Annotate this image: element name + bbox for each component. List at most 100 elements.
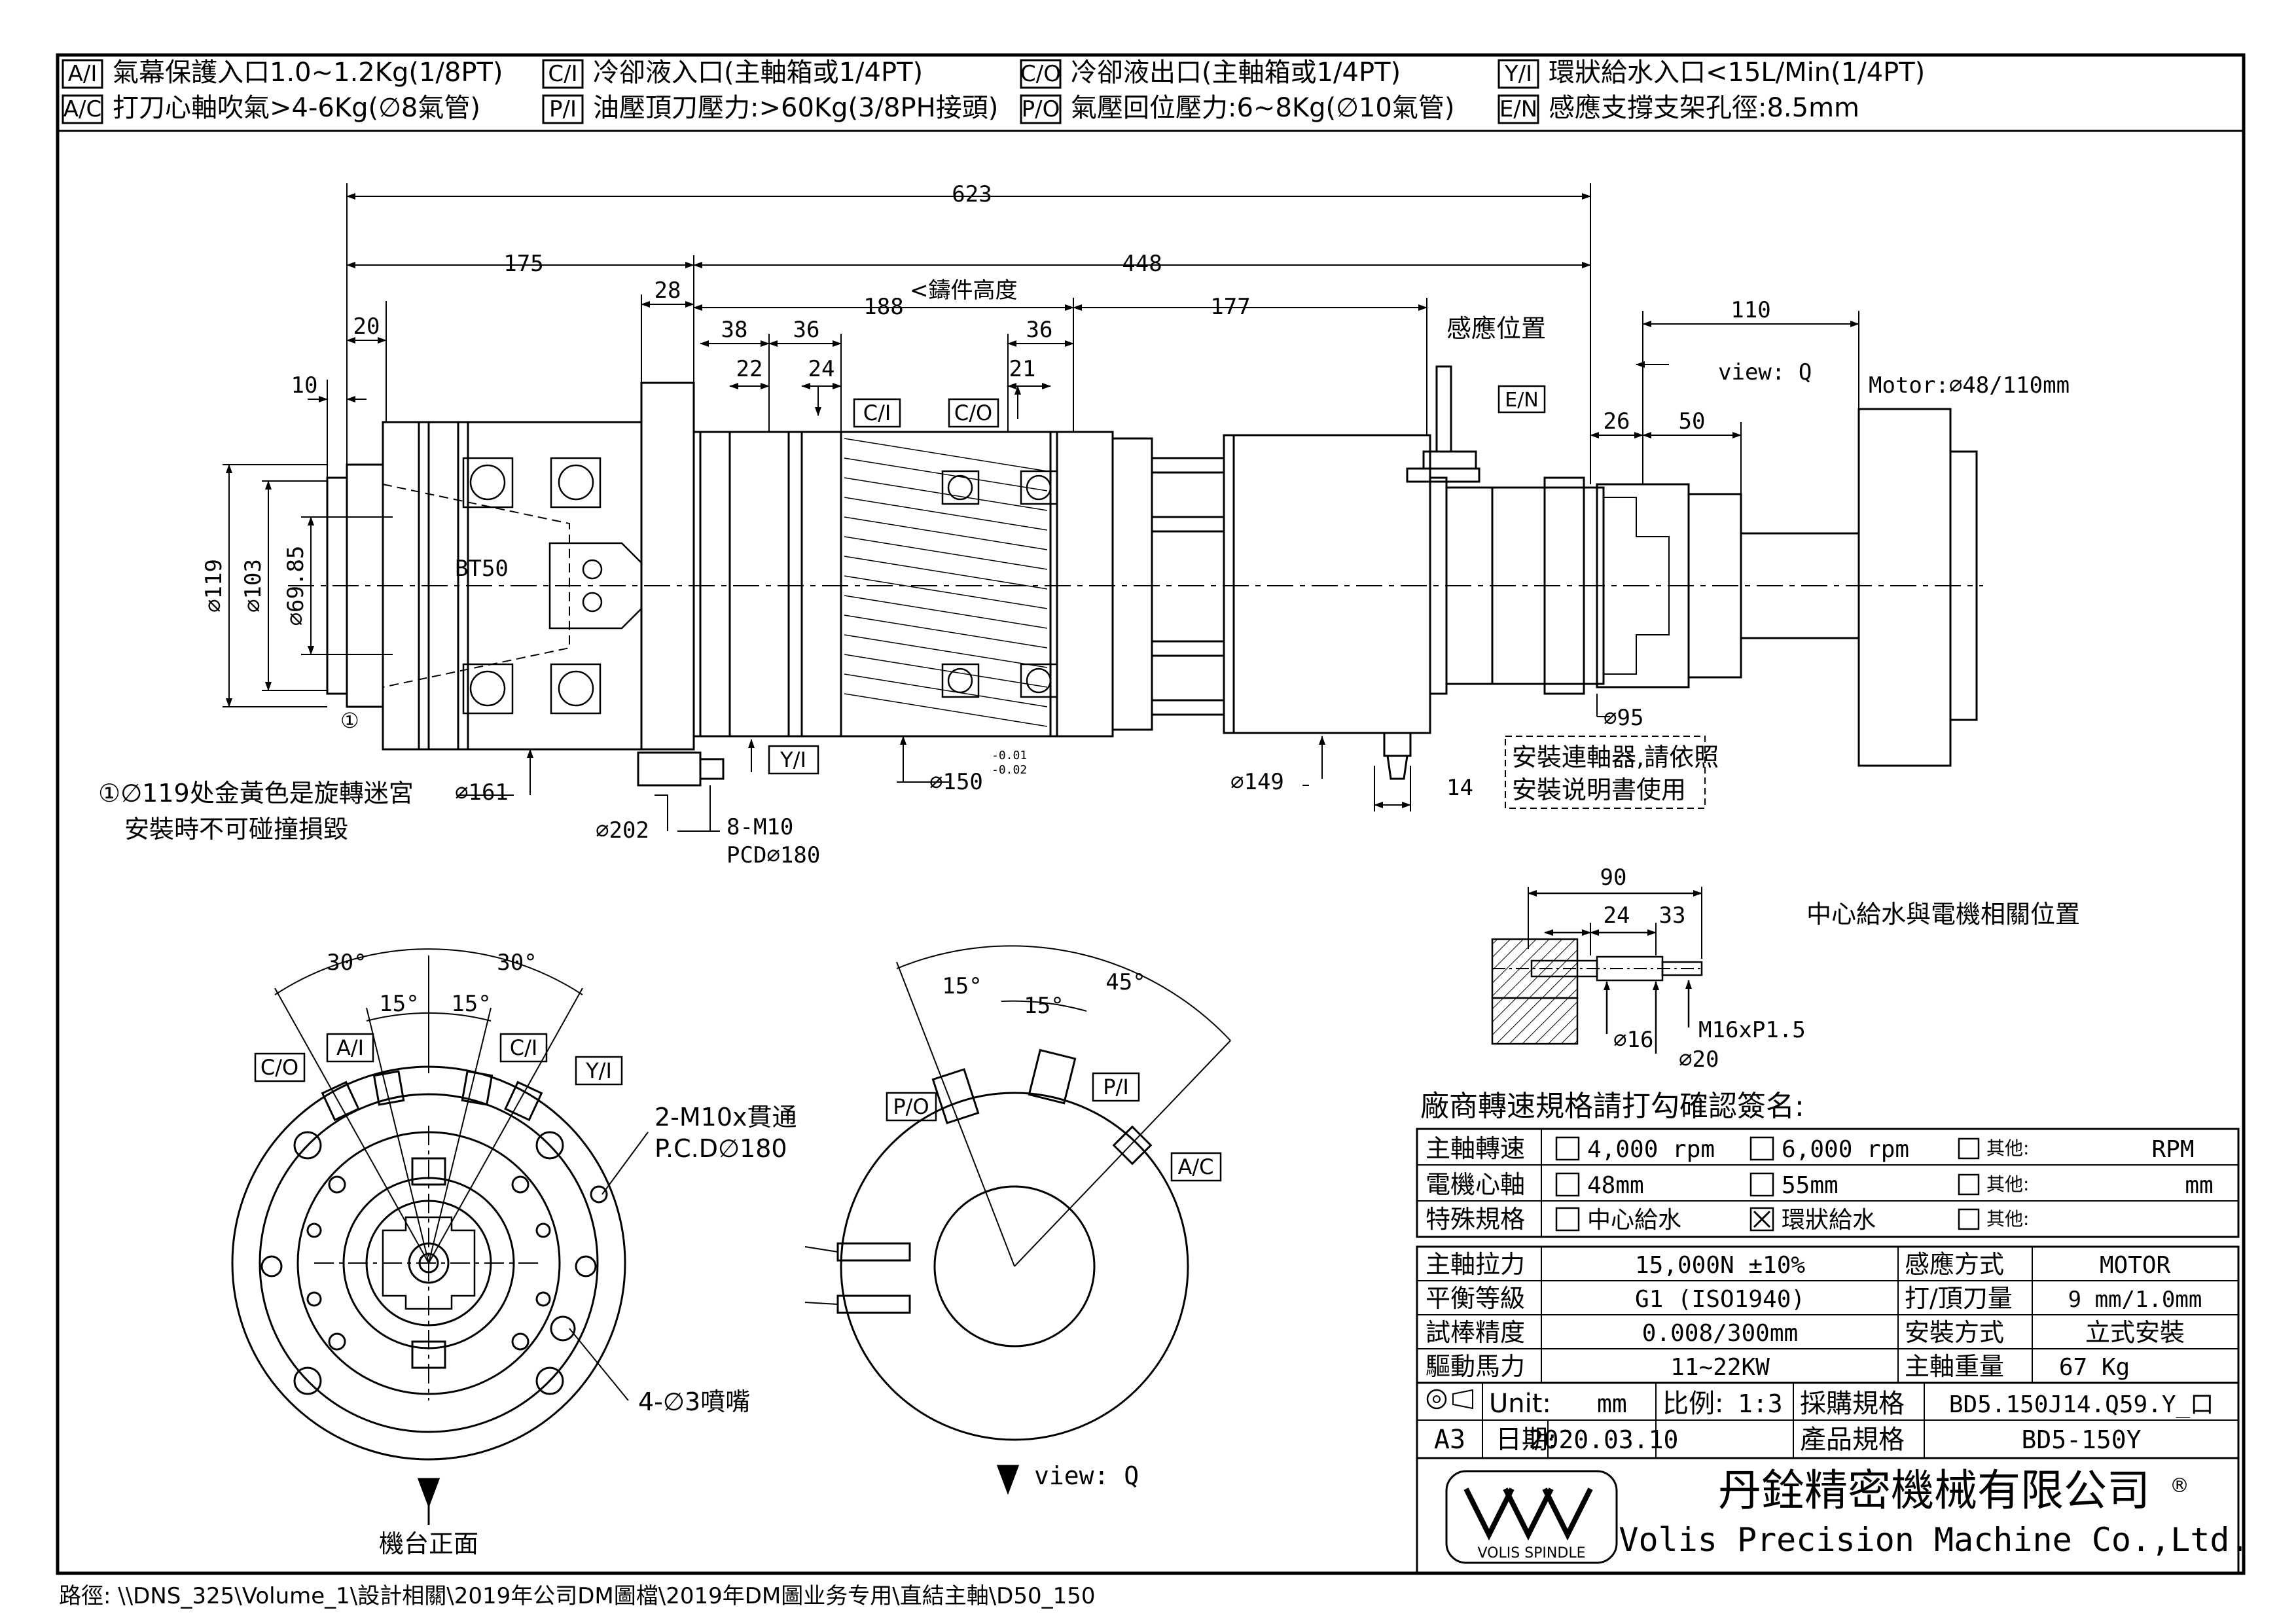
casting-height: <鑄件高度 <box>910 277 1018 304</box>
port-co-side: C/O <box>954 401 992 425</box>
spindle-side-view <box>288 365 1983 787</box>
file-path: 路徑: \\DNS_325\Volume_1\設計相關\2019年公司DM圖檔\… <box>59 1583 1096 1609</box>
rear-angle-15-a: 15° <box>942 973 982 999</box>
port-yi-side: Y/I <box>780 747 806 772</box>
rear-port-ac: A/C <box>1177 1154 1213 1179</box>
check-mark-icon <box>1753 1210 1771 1228</box>
product-label: 產品規格 <box>1800 1425 1905 1455</box>
checkbox[interactable] <box>1958 1208 1980 1230</box>
legend-text: 氣幕保護入口1.0~1.2Kg(1/8PT) <box>113 58 503 88</box>
legend-text: 打刀心軸吹氣>4-6Kg(∅8氣管) <box>113 93 480 123</box>
front-port-ci: C/I <box>510 1035 538 1060</box>
spec-heading: 廠商轉速規格請打勾確認簽名: <box>1420 1090 1804 1123</box>
spec-other: 其他: <box>1986 1173 2029 1195</box>
product-value: BD5-150Y <box>2021 1425 2141 1454</box>
legend-tag: A/I <box>68 61 98 87</box>
sensor-position: 感應位置 <box>1446 314 1546 343</box>
front-port-yi: Y/I <box>585 1058 612 1083</box>
checkbox[interactable] <box>1958 1137 1980 1160</box>
detail-dia16: ∅16 <box>1613 1027 1653 1053</box>
spec-label: 主軸拉力 <box>1426 1250 1525 1279</box>
company-name-cn: 丹銓精密機械有限公司 <box>1718 1465 2150 1516</box>
front-holes-pcd: P.C.D∅180 <box>655 1134 787 1163</box>
water-detail-labels: 90 24 33 ∅16 ∅20 M16xP1.5 中心給水與電機相關位置 <box>1600 865 2080 1073</box>
rear-view <box>804 945 1231 1495</box>
scale-label: 比例: <box>1662 1389 1723 1419</box>
labyrinth-note: ①∅119处金黃色是旋轉迷宮 安裝時不可碰撞損毀 <box>98 779 414 844</box>
spec-other: 其他: <box>1986 1137 2029 1159</box>
checkbox[interactable] <box>1749 1172 1774 1197</box>
unit-value: mm <box>1597 1389 1627 1418</box>
spec-label: 感應方式 <box>1905 1250 2004 1279</box>
logo-mark-icon <box>1463 1488 1593 1541</box>
legend-tag: E/N <box>1499 96 1537 122</box>
spec-option: 4,000 rpm <box>1587 1136 1715 1163</box>
legend-tag: C/I <box>548 61 577 87</box>
front-holes-spec: 2-M10x貫通 <box>655 1103 797 1132</box>
checkbox[interactable] <box>1555 1136 1580 1161</box>
coupling-note: 安裝連軸器,請依照 安裝说明書使用 <box>1505 736 1719 809</box>
checkbox[interactable] <box>1749 1136 1774 1161</box>
dim-28: 28 <box>655 277 681 304</box>
date-label: 日期: <box>1496 1425 1556 1455</box>
view-q-direction: view: Q <box>1718 359 1812 385</box>
coupling-note-line2: 安裝说明書使用 <box>1512 776 1686 804</box>
coupling-note-line1: 安裝連軸器,請依照 <box>1512 743 1719 772</box>
labyrinth-note-line2: 安裝時不可碰撞損毀 <box>124 815 348 844</box>
front-angle-30-left: 30° <box>327 950 367 976</box>
dim-dia161: ∅161 <box>455 779 509 806</box>
checkbox[interactable] <box>1958 1173 1980 1196</box>
motor-spec: Motor:∅48/110mm <box>1869 372 2070 399</box>
dim-24: 24 <box>808 356 835 382</box>
spec-label: 驅動馬力 <box>1426 1352 1525 1381</box>
dim-26: 26 <box>1604 408 1630 435</box>
legend-text: 冷卻液出口(主軸箱或1/4PT) <box>1071 58 1401 88</box>
company-logo <box>1445 1470 1618 1564</box>
purchase-label: 採購規格 <box>1800 1389 1905 1419</box>
dim-110: 110 <box>1731 297 1770 323</box>
spec-value: 9 mm/1.0mm <box>2068 1287 2202 1313</box>
front-angle-15-left: 15° <box>379 991 419 1017</box>
dim-38: 38 <box>721 317 748 343</box>
dim-dia150: ∅150 <box>929 769 983 795</box>
spec-value: G1 (ISO1940) <box>1635 1286 1805 1313</box>
checkbox[interactable] <box>1555 1172 1580 1197</box>
dim-dia149: ∅149 <box>1230 769 1284 795</box>
legend-text: 氣壓回位壓力:6~8Kg(∅10氣管) <box>1071 93 1454 123</box>
dim-20: 20 <box>353 313 380 340</box>
detail-title: 中心給水與電機相關位置 <box>1806 900 2080 929</box>
dim-623: 623 <box>952 181 992 207</box>
spec-value: 0.008/300mm <box>1642 1320 1798 1347</box>
dim-175: 175 <box>503 251 543 277</box>
spec-value: 67 Kg <box>2059 1354 2130 1381</box>
dim-dia202: ∅202 <box>596 817 649 844</box>
checkbox[interactable] <box>1555 1207 1580 1232</box>
dim-14: 14 <box>1446 775 1473 801</box>
logo-text: VOLIS SPINDLE <box>1478 1545 1586 1561</box>
spec-table: 廠商轉速規格請打勾確認簽名: 主軸轉速 4,000 rpm 6,000 rpm … <box>1416 1090 2240 1384</box>
side-dimensions <box>223 183 1859 832</box>
dim-dia69-85: ∅69.85 <box>283 546 309 626</box>
legend-text: 感應支撐支架孔徑:8.5mm <box>1549 93 1859 123</box>
dim-21: 21 <box>1009 356 1036 382</box>
detail-dim-90: 90 <box>1600 865 1627 891</box>
spec-label: 主軸重量 <box>1905 1352 2004 1381</box>
front-machine-face: 機台正面 <box>379 1529 478 1558</box>
legend-text: 冷卻液入口(主軸箱或1/4PT) <box>593 58 923 88</box>
title-block: Unit: mm 比例: 1:3 採購規格 BD5.150J14.Q59.Y_口… <box>1416 1382 2250 1575</box>
header-legend: A/I 氣幕保護入口1.0~1.2Kg(1/8PT) A/C 打刀心軸吹氣>4-… <box>62 58 1925 124</box>
registered-mark: ® <box>2170 1474 2189 1497</box>
detail-dia20: ∅20 <box>1679 1046 1719 1073</box>
dim-dia103: ∅103 <box>240 559 266 613</box>
purchase-value: BD5.150J14.Q59.Y_口 <box>1949 1391 2214 1418</box>
scale-value: 1:3 <box>1738 1389 1783 1418</box>
dim-36-right: 36 <box>1026 317 1053 343</box>
legend-tag: P/O <box>1022 96 1060 122</box>
spec-option: 55mm <box>1782 1172 1839 1199</box>
spec-option: 中心給水 <box>1587 1207 1681 1234</box>
company-name-en: Volis Precision Machine Co.,Ltd. <box>1619 1521 2249 1559</box>
rear-port-pi: P/I <box>1103 1075 1129 1099</box>
checkbox-checked[interactable] <box>1749 1207 1774 1232</box>
dim-36-left: 36 <box>793 317 820 343</box>
spec-label: 打/頂刀量 <box>1905 1284 2013 1313</box>
